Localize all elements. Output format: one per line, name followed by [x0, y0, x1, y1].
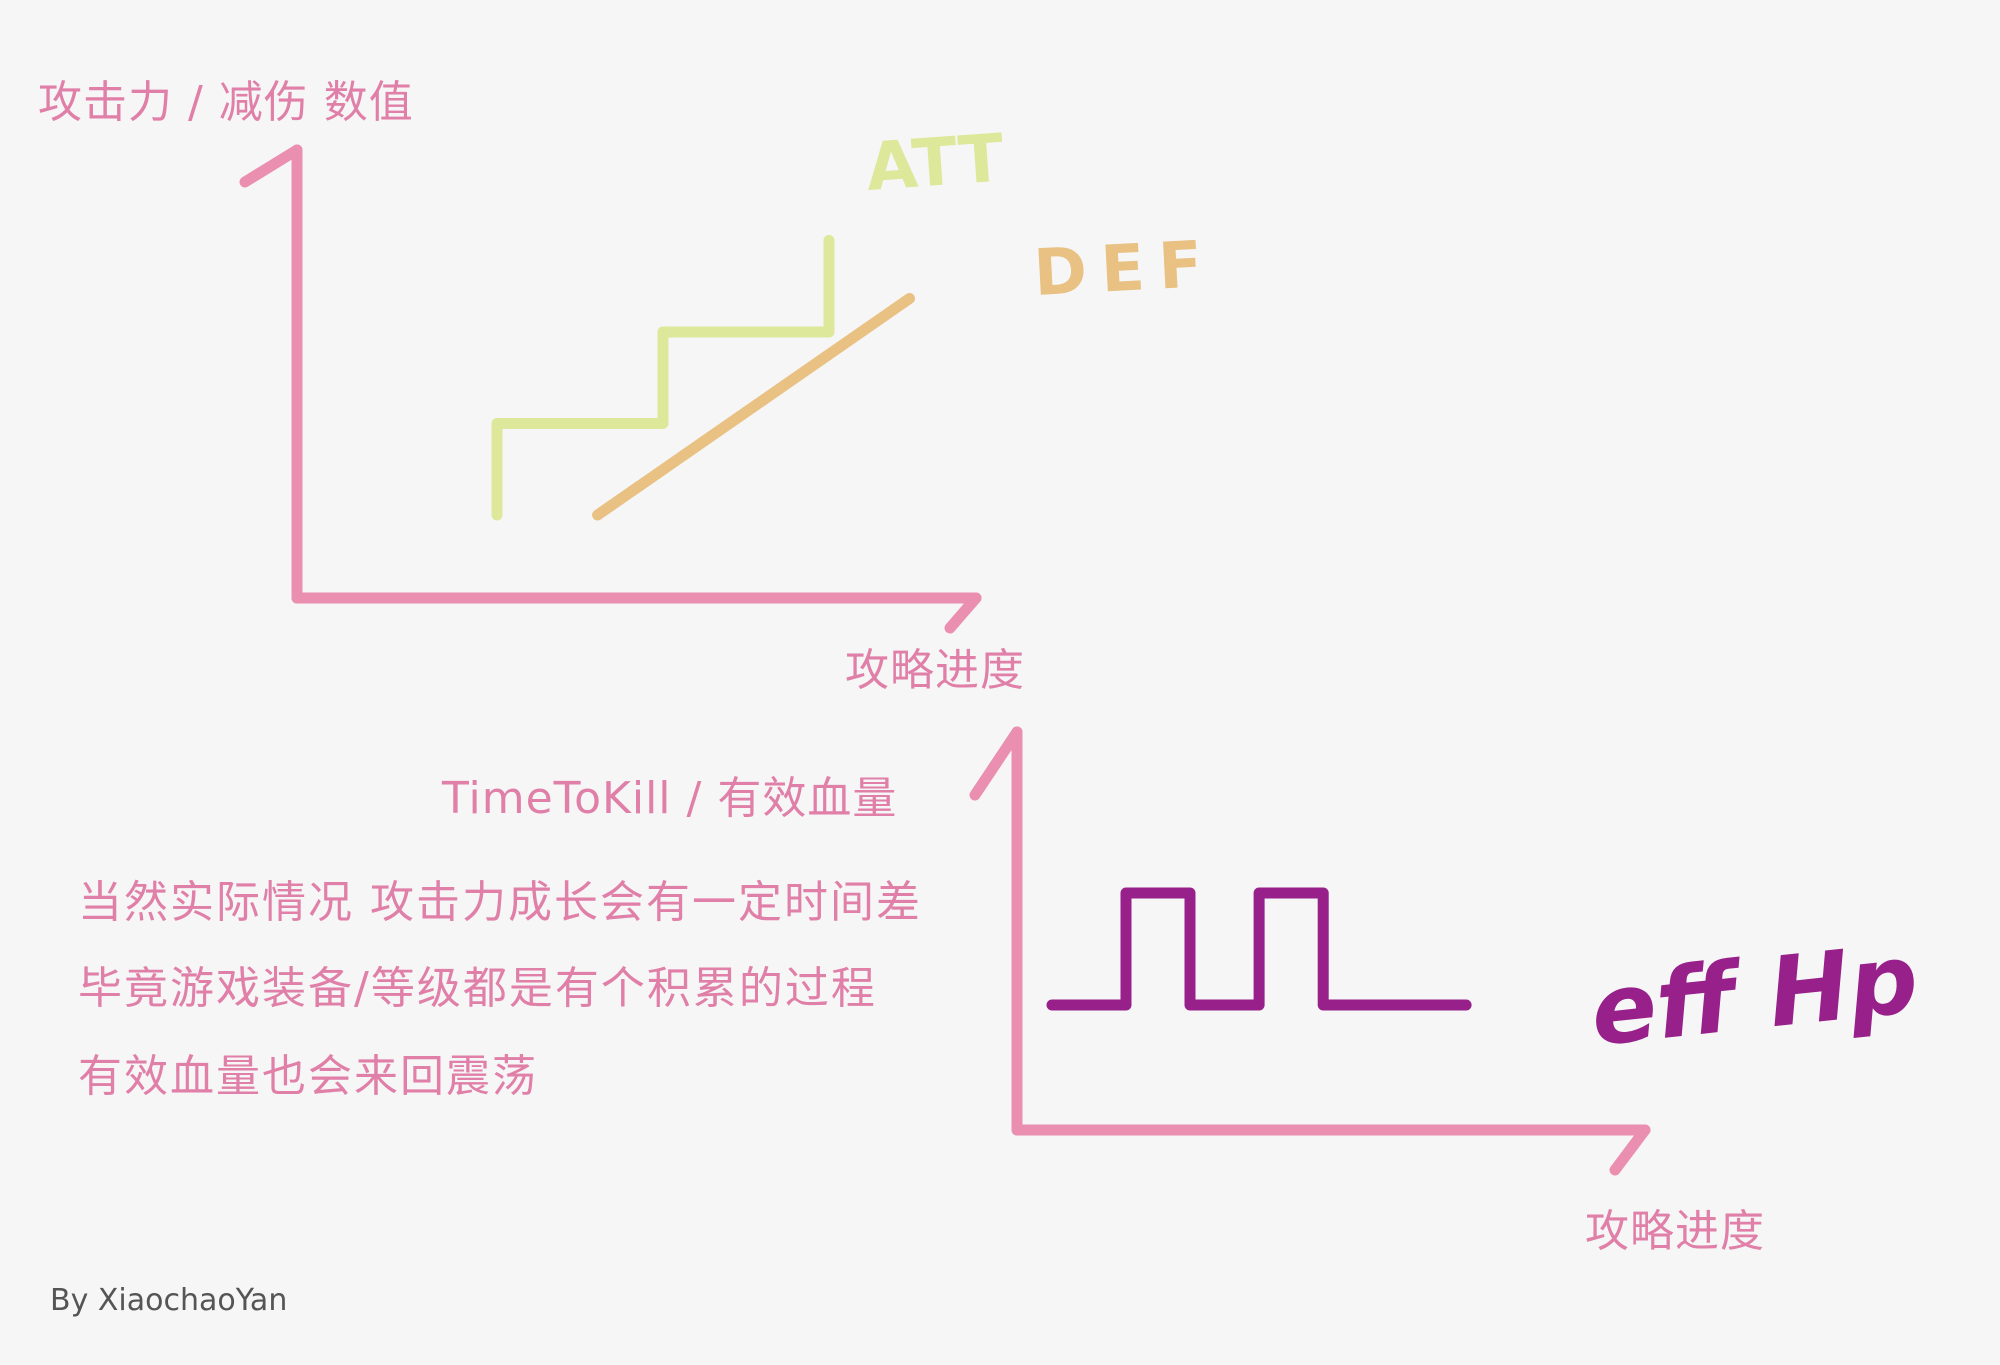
att-series-line: [491, 235, 835, 521]
chart2-x-axis-arrow: [1609, 1124, 1651, 1176]
effhp-series-line: [1046, 887, 1472, 1011]
def-series-line: [592, 293, 915, 521]
note-line-1: 当然实际情况 攻击力成长会有一定时间差: [78, 877, 922, 928]
chart2-axes: [969, 726, 1651, 1176]
note-line-2: 毕竟游戏装备/等级都是有个积累的过程: [78, 963, 877, 1014]
chart1-y-axis-label: 攻击力 / 减伤 数值: [38, 77, 414, 128]
note-line-3: 有效血量也会来回震荡: [78, 1051, 538, 1102]
chart1-x-axis-arrow: [944, 592, 982, 634]
author-credit: By XiaochaoYan: [50, 1283, 288, 1318]
chart1-axes: [239, 144, 982, 634]
chart2-x-axis-label: 攻略进度: [1585, 1206, 1765, 1257]
effhp-series-label: eff Hp: [1586, 922, 1923, 1068]
def-series-label: DEF: [1032, 228, 1218, 311]
chart1-x-axis-label: 攻略进度: [845, 645, 1025, 696]
chart2-y-axis-label: TimeToKill / 有效血量: [442, 773, 898, 824]
chart1-y-axis-arrow: [239, 144, 303, 188]
chart2-y-axis-arrow: [969, 726, 1023, 801]
att-series-label: ATT: [864, 120, 1007, 206]
